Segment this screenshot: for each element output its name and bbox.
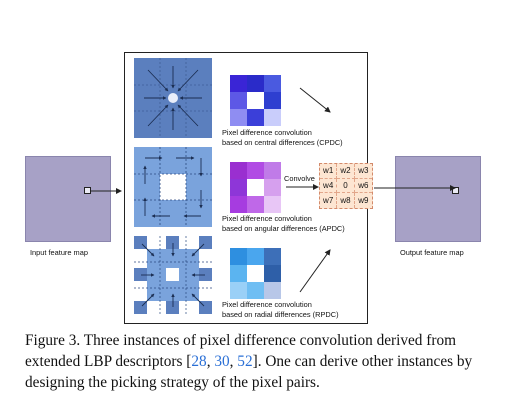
- caption-sep: ,: [229, 353, 238, 370]
- rpdc-arrow: [299, 249, 331, 293]
- weight-cell: w2: [337, 164, 355, 179]
- caption-ref-28[interactable]: 28: [191, 353, 207, 370]
- cpdc-caption-line2: based on central differences (CPDC): [222, 138, 343, 147]
- weight-cell: w7: [320, 193, 338, 208]
- apdc-caption: Pixel difference convolution based on an…: [222, 214, 345, 234]
- cpdc-pattern: [134, 58, 212, 138]
- rpdc-caption-line2: based on radial differences (RPDC): [222, 310, 339, 319]
- weight-cell: w4: [320, 178, 338, 194]
- caption-ref-30[interactable]: 30: [214, 353, 230, 370]
- cpdc-caption: Pixel difference convolution based on ce…: [222, 128, 343, 148]
- weight-cell: w8: [337, 193, 355, 208]
- input-pixel: [84, 187, 91, 194]
- apdc-caption-line2: based on angular differences (APDC): [222, 224, 345, 233]
- cpdc-arrow: [299, 87, 331, 113]
- rpdc-pattern: [134, 236, 212, 314]
- caption-intro: Figure 3. Three instances of pixel diffe…: [25, 332, 457, 370]
- weight-grid: w1 w2 w3 w4 0 w6 w7 w8 w9: [319, 163, 373, 209]
- apdc-caption-line1: Pixel difference convolution: [222, 214, 312, 223]
- input-feature-map: [25, 156, 111, 242]
- weight-cell: w9: [358, 196, 369, 206]
- weight-cell: w1: [320, 164, 338, 179]
- rpdc-caption: Pixel difference convolution based on ra…: [222, 300, 339, 320]
- input-map-label: Input feature map: [30, 248, 88, 257]
- output-map-label: Output feature map: [400, 248, 464, 257]
- weight-cell: w3: [354, 164, 372, 179]
- weight-cell-center: 0: [337, 178, 355, 194]
- caption-ref-52[interactable]: 52: [237, 353, 253, 370]
- caption-sep: ,: [206, 353, 215, 370]
- convolve-label: Convolve: [284, 174, 315, 183]
- weight-cell: w6: [354, 179, 372, 194]
- rpdc-caption-line1: Pixel difference convolution: [222, 300, 312, 309]
- figure-caption: Figure 3. Three instances of pixel diffe…: [25, 330, 495, 393]
- cpdc-caption-line1: Pixel difference convolution: [222, 128, 312, 137]
- caption-outro: ]. One can derive other instances by des…: [25, 353, 473, 391]
- apdc-pattern: [134, 147, 212, 227]
- rpdc-kernel: [230, 248, 281, 299]
- apdc-kernel: [230, 162, 281, 213]
- cpdc-kernel: [230, 75, 281, 126]
